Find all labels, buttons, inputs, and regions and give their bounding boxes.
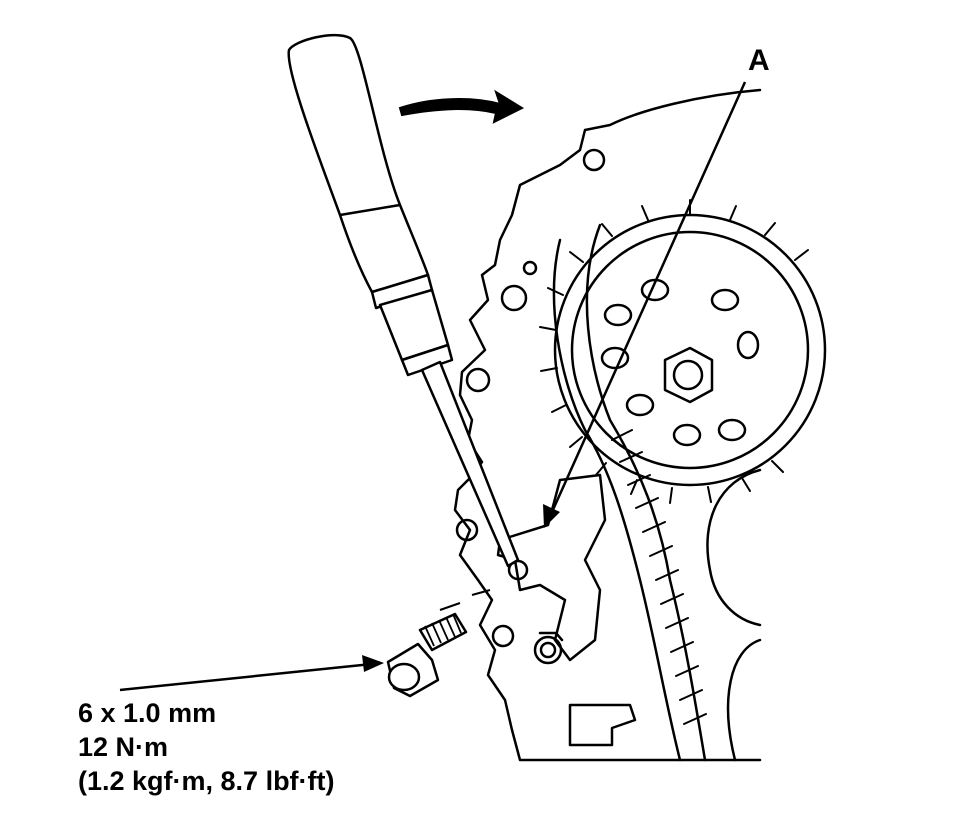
callout-a-leader: [550, 81, 747, 513]
lower-bracket: [568, 703, 637, 747]
callout-a-arrowhead: [543, 504, 560, 528]
alignment-dashes: [439, 589, 491, 611]
timing-belt: [552, 238, 682, 762]
crank-sprocket: [706, 468, 762, 627]
sprocket-holes: [600, 278, 760, 447]
bolt-spec: 6 x 1.0 mm 12 N·m (1.2 kgf·m, 8.7 lbf·ft…: [78, 696, 335, 798]
center-bolt: [663, 346, 714, 404]
bolt-torque-alt: (1.2 kgf·m, 8.7 lbf·ft): [78, 766, 335, 796]
spec-leader: [119, 662, 373, 692]
direction-arrow: [398, 89, 525, 124]
bolt-size: 6 x 1.0 mm: [78, 698, 217, 728]
screwdriver: [287, 33, 520, 568]
spec-arrowhead: [362, 655, 384, 672]
bolt-torque: 12 N·m: [78, 732, 169, 762]
sprocket-teeth: [539, 199, 809, 504]
bolt: [386, 612, 468, 698]
engine-block-outline: [453, 88, 762, 762]
callout-a-label: A: [748, 44, 770, 77]
tensioner-nut: [533, 635, 563, 665]
